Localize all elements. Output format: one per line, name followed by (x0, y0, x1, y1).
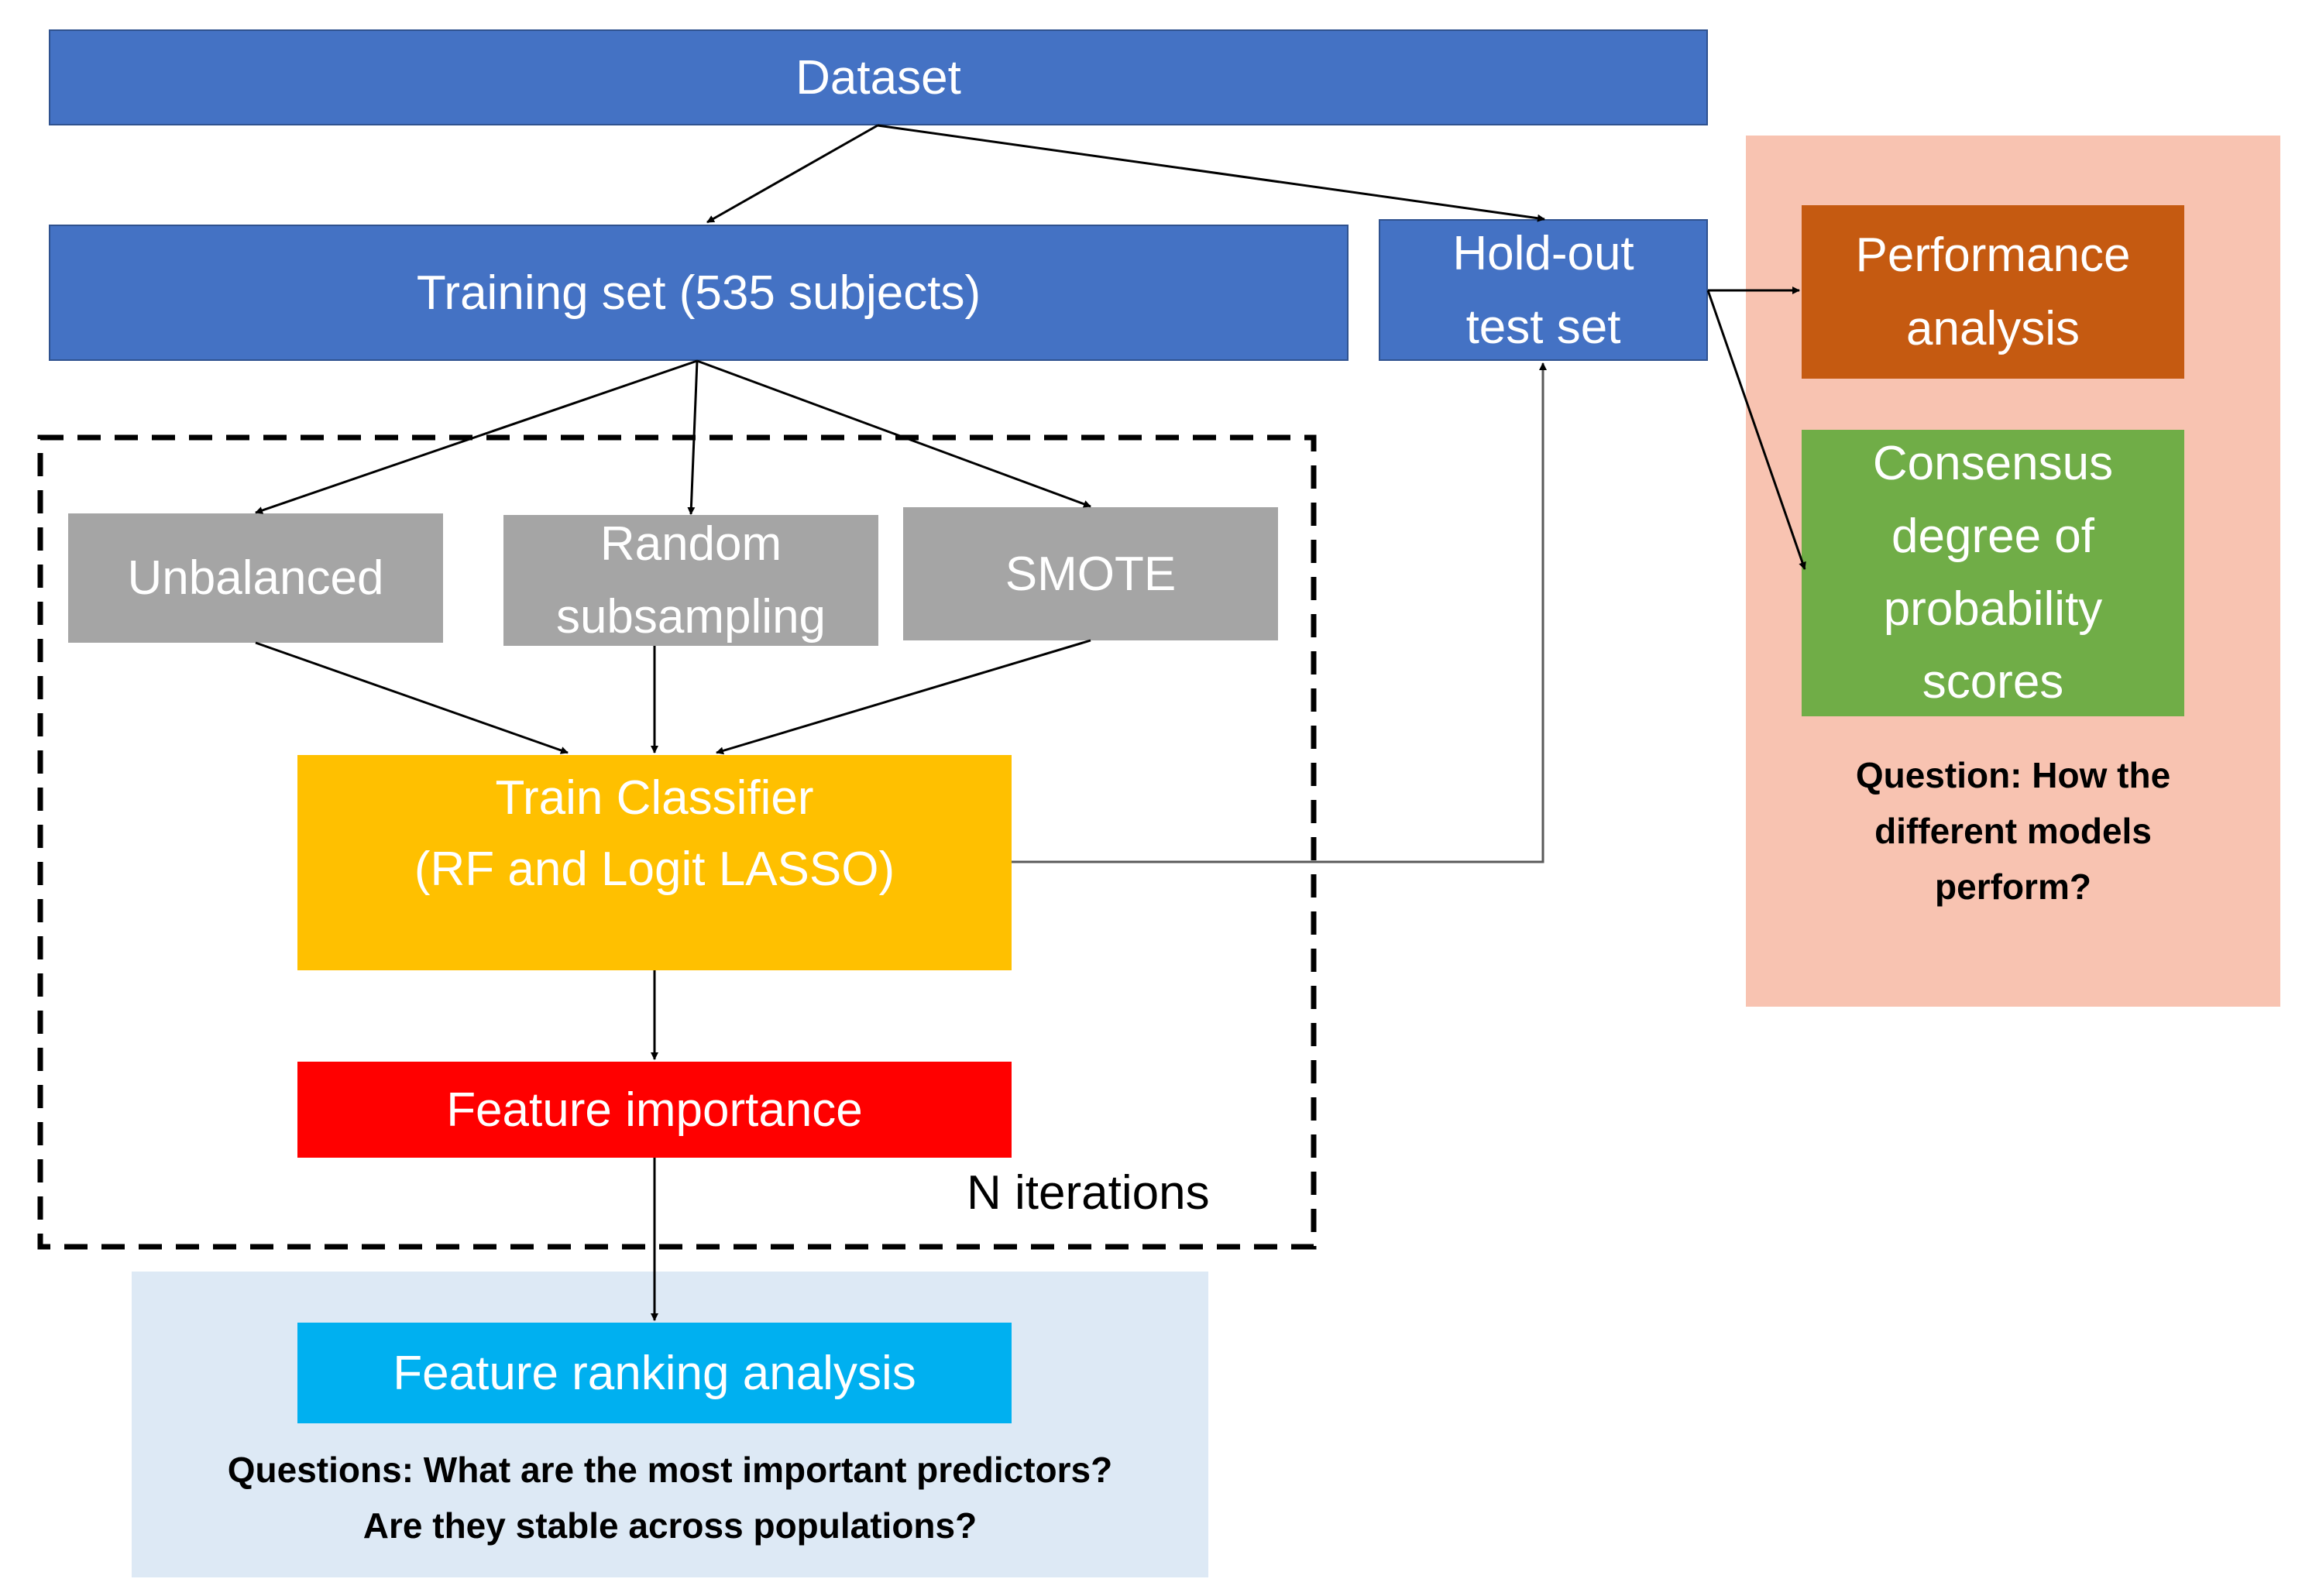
feature-ranking-box: Feature ranking analysis (297, 1323, 1012, 1423)
unbalanced-box: Unbalanced (68, 513, 443, 643)
consensus-label-line-2: degree of (1891, 510, 2094, 563)
results-question-line-1: Question: How the (1855, 755, 2171, 795)
arrow-training-to-random (687, 360, 699, 515)
train-classifier-box: Train Classifier (RF and Logit LASSO) (297, 755, 1012, 970)
iterations-frame (37, 434, 1317, 1250)
smote-box: SMOTE (903, 507, 1278, 640)
results-question: Question: How the different models perfo… (1746, 747, 2280, 915)
random-label-line-2: subsampling (555, 589, 826, 644)
performance-analysis-box: Performance analysis (1802, 205, 2184, 379)
feature-ranking-label: Feature ranking analysis (393, 1346, 916, 1400)
consensus-label-line-3: probability (1883, 582, 2103, 636)
ranking-question-line-1: Questions: What are the most important p… (227, 1450, 1113, 1490)
holdout-label-line-1: Hold-out (1452, 226, 1634, 280)
arrow-smote-to-train (716, 639, 1091, 755)
training-set-label: Training set (535 subjects) (416, 266, 981, 320)
ranking-questions: Questions: What are the most important p… (132, 1442, 1208, 1553)
results-question-line-2: different models (1874, 811, 2152, 851)
performance-label-line-1: Performance (1855, 228, 2131, 282)
results-question-line-3: perform? (1935, 867, 2091, 907)
random-subsampling-box: Random subsampling (503, 515, 878, 646)
dataset-label: Dataset (795, 50, 961, 105)
ranking-panel (132, 1272, 1208, 1577)
feature-importance-label: Feature importance (446, 1083, 863, 1137)
arrow-training-to-unbalanced (255, 359, 698, 514)
training-set-box: Training set (535 subjects) (49, 225, 1349, 361)
ranking-question-line-2: Are they stable across populations? (362, 1505, 977, 1546)
arrow-train-to-holdout (1012, 362, 1547, 863)
consensus-label-line-1: Consensus (1872, 437, 2114, 490)
iterations-label: N iterations (967, 1166, 1210, 1220)
holdout-test-set-box: Hold-out test set (1379, 219, 1708, 361)
arrow-unbalanced-to-train (255, 641, 569, 754)
smote-label: SMOTE (1005, 547, 1177, 601)
train-label-line-1: Train Classifier (495, 771, 814, 825)
train-label-line-2: (RF and Logit LASSO) (414, 843, 895, 896)
arrow-holdout-to-consensus (1706, 290, 1806, 570)
arrow-dataset-to-holdout (877, 124, 1545, 222)
random-label-line-1: Random (600, 517, 782, 571)
unbalanced-label: Unbalanced (127, 551, 384, 605)
consensus-label-line-4: scores (1922, 655, 2064, 709)
holdout-label-line-2: test set (1465, 300, 1621, 354)
feature-importance-box: Feature importance (297, 1062, 1012, 1158)
performance-label-line-2: analysis (1906, 302, 2080, 355)
arrow-training-to-smote (696, 359, 1091, 508)
arrow-dataset-to-training (706, 124, 878, 224)
consensus-box: Consensus degree of probability scores (1802, 430, 2184, 716)
